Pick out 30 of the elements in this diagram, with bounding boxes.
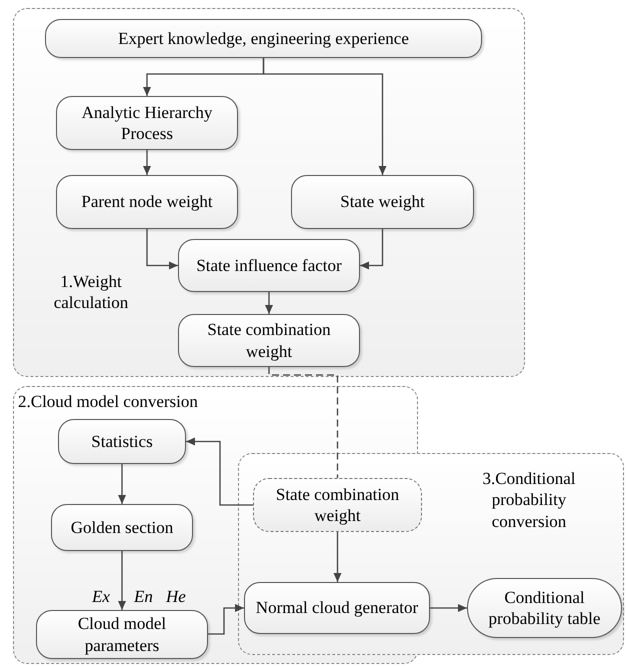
- arrow: [146, 229, 178, 270]
- parameter-label: En: [134, 586, 153, 608]
- arrow: [360, 229, 384, 270]
- arrow: [118, 551, 126, 610]
- process-box: Statistics: [58, 419, 186, 464]
- group-heading: 3.Conditional probability conversion: [481, 468, 577, 532]
- parameter-label: Ex: [92, 586, 110, 608]
- process-box: Parent node weight: [56, 175, 238, 229]
- arrow: [143, 150, 151, 175]
- arrow: [262, 58, 386, 175]
- process-box: State influence factor: [178, 239, 360, 292]
- process-box: Analytic Hierarchy Process: [56, 96, 238, 150]
- group-heading: 2.Cloud model conversion: [18, 391, 198, 413]
- process-box: State combination weight: [178, 314, 360, 367]
- arrow: [186, 438, 253, 506]
- process-box: State weight: [291, 175, 474, 229]
- arrow: [265, 292, 273, 314]
- process-box: Expert knowledge, engineering experience: [45, 19, 482, 58]
- arrow: [334, 532, 342, 582]
- arrow: [208, 604, 244, 635]
- process-box: Golden section: [51, 504, 193, 551]
- parameter-label: He: [166, 586, 186, 608]
- process-box: Cloud model parameters: [36, 610, 208, 659]
- process-box: State combination weight: [253, 478, 422, 532]
- process-box: Normal cloud generator: [244, 582, 430, 634]
- group-heading: 1.Weight calculation: [52, 271, 130, 314]
- group-panel: [13, 8, 525, 377]
- arrow: [430, 604, 467, 612]
- process-box: Conditional probability table: [467, 578, 622, 638]
- arrow: [118, 464, 126, 504]
